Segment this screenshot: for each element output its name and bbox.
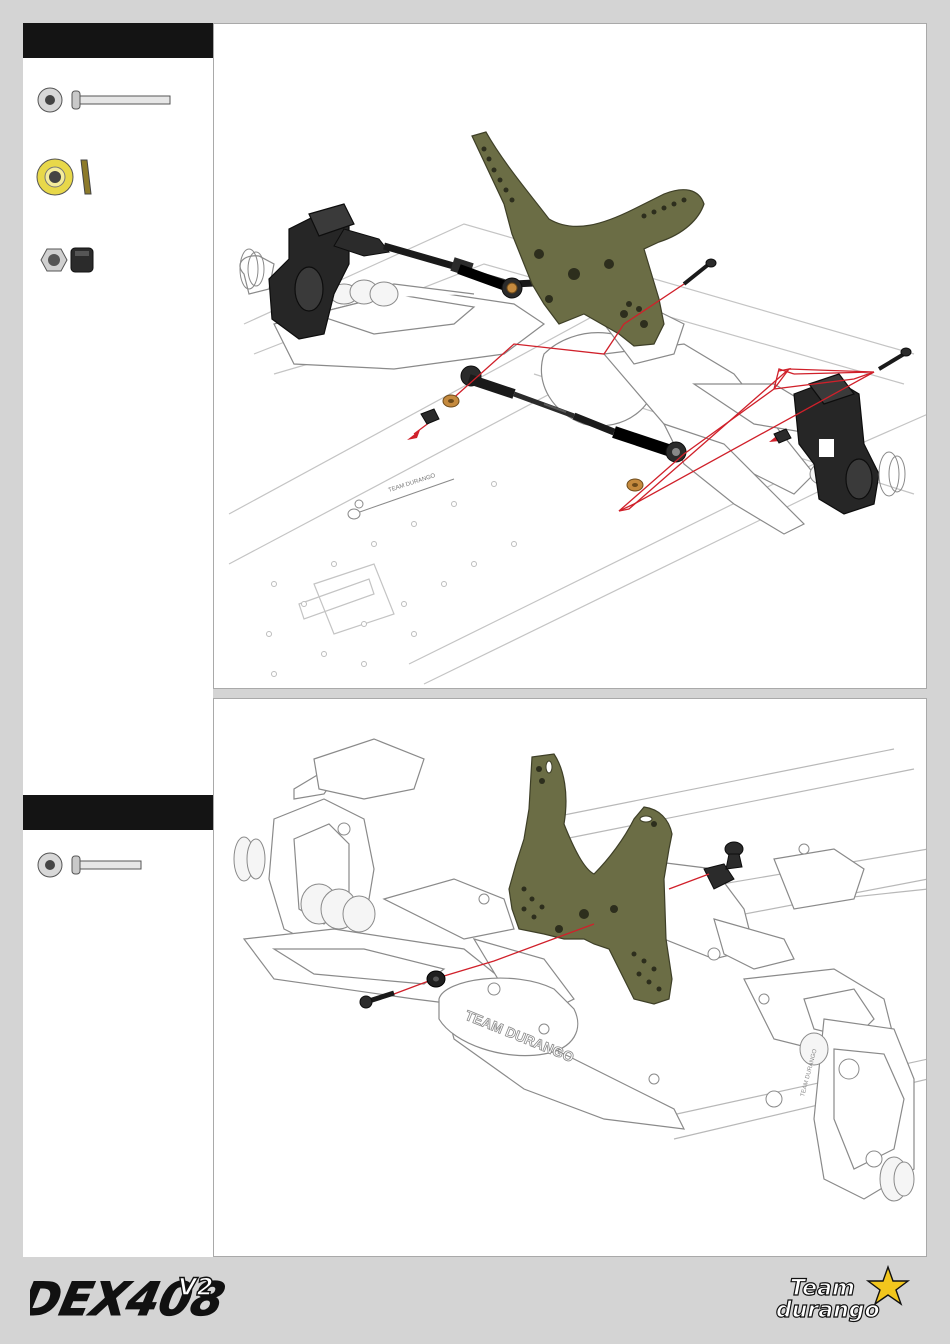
step-header-bar — [23, 23, 213, 58]
team-durango-logo: Team durango — [770, 1265, 930, 1325]
screw-icon — [23, 851, 213, 881]
svg-text:durango: durango — [776, 1298, 880, 1323]
dex408-logo: DEX408 V2 — [30, 1265, 230, 1325]
washer-icon — [23, 158, 213, 198]
parts-sidebar — [23, 23, 213, 1257]
step-header-bar — [23, 795, 213, 830]
svg-text:V2: V2 — [178, 1273, 213, 1301]
nut-icon — [23, 241, 213, 281]
assembly-illustration-bottom: TEAM DURANGO TEAM DURANGO — [213, 698, 927, 1257]
assembly-illustration-top: TEAM DURANGO — [213, 23, 927, 689]
screw-icon — [23, 85, 213, 125]
